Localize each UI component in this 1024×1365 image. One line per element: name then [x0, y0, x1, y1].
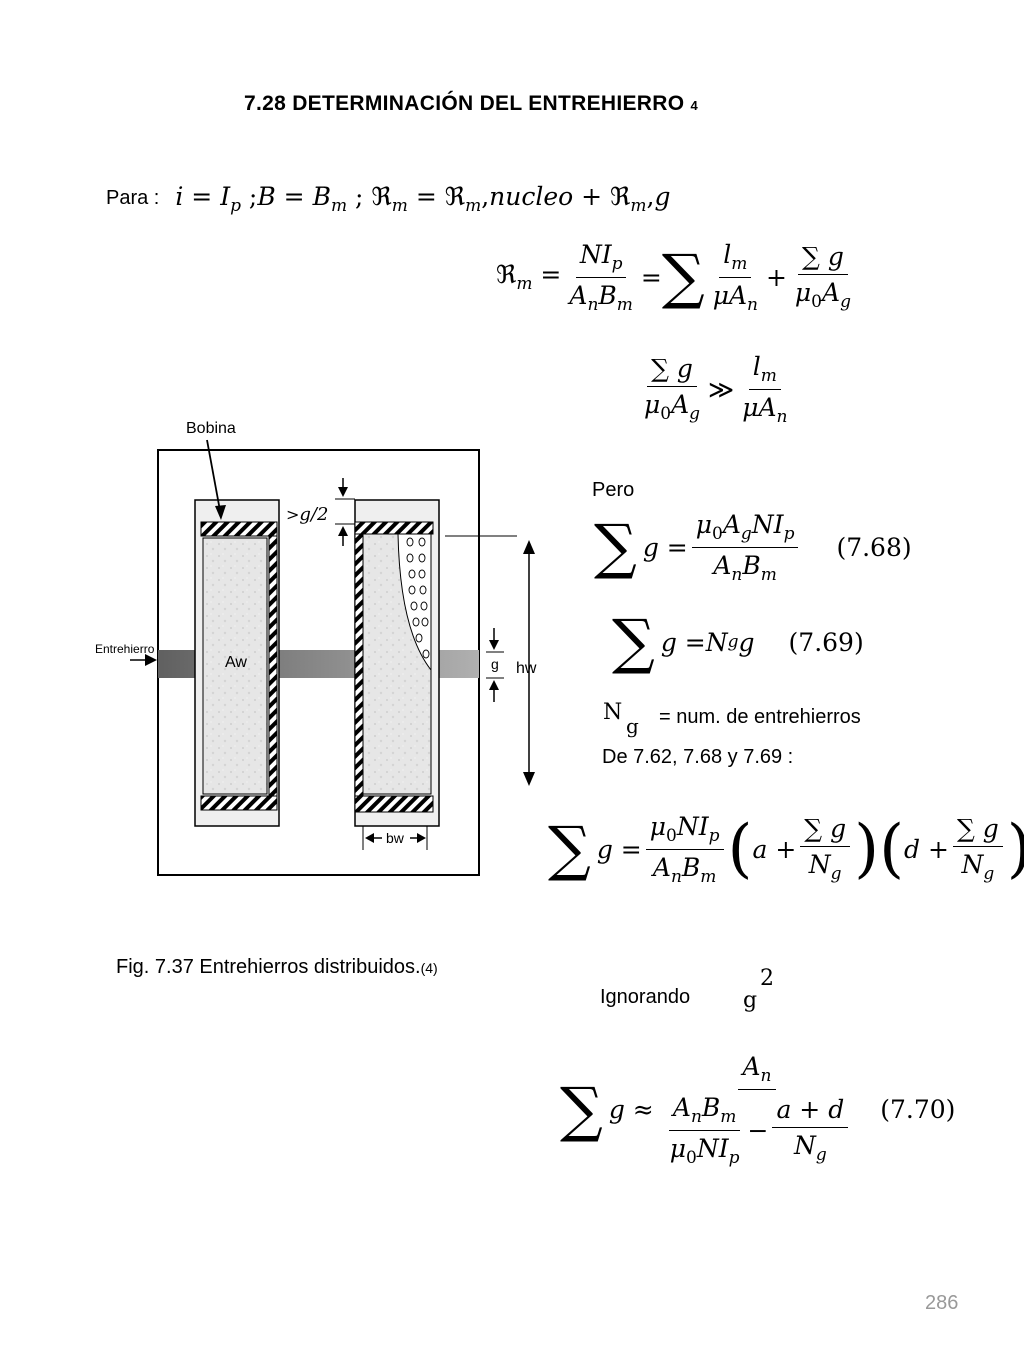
label-bw: bw	[386, 830, 404, 846]
right-coil-bottom	[354, 795, 434, 813]
label-bobina: Bobina	[186, 420, 236, 437]
equation-number-7-70: (7.70)	[880, 1095, 956, 1125]
bobina-pointer	[206, 439, 222, 517]
right-coil-top	[354, 521, 434, 535]
label-hw: hw	[516, 660, 537, 677]
ignorando-exponent: 2	[760, 966, 774, 991]
equation-number-7-69: (7.69)	[788, 627, 864, 657]
ignorando-label: Ignorando	[600, 986, 691, 1008]
label-g: g	[491, 656, 499, 672]
bobina-arrowhead	[215, 505, 226, 520]
condition-formula: i = Ip ;B = Bm ; ℜm = ℜm,nucleo + ℜm,g	[175, 182, 671, 216]
figure-caption-text: Fig. 7.37 Entrehierros distribuidos.	[116, 956, 421, 978]
pero-label: Pero	[592, 479, 635, 501]
equation-number-7-68: (7.68)	[836, 532, 912, 562]
left-winding-area	[202, 537, 268, 795]
ng-definition: N g = num. de entrehierros	[603, 700, 861, 738]
para-label: Para :	[106, 187, 160, 210]
left-coil-top	[200, 521, 278, 537]
title-text: 7.28 DETERMINACIÓN DEL ENTREHIERRO	[244, 92, 685, 115]
equation-para: Para : i = Ip ;B = Bm ; ℜm = ℜm,nucleo +…	[106, 182, 671, 216]
figure-distributed-gaps	[130, 439, 535, 876]
page-title: 7.28 DETERMINACIÓN DEL ENTREHIERRO 4	[244, 92, 698, 116]
ng-definition-text: = num. de entrehierros	[659, 706, 861, 728]
right-coil-side	[354, 533, 364, 797]
left-coil-side	[268, 535, 278, 797]
label-entrehierro: Entrehierro	[95, 642, 155, 656]
figure-caption-ref: (4)	[420, 960, 438, 976]
figure-caption: Fig. 7.37 Entrehierros distribuidos.(4)	[116, 956, 438, 979]
derivation-reference: De 7.62, 7.68 y 7.69 :	[602, 746, 794, 768]
distributed-gap-ovals	[406, 537, 430, 659]
ignorando-line: Ignorando g 2	[600, 966, 774, 1013]
label-aw: Aw	[225, 654, 247, 671]
title-reference: 4	[690, 98, 699, 113]
page-number: 286	[925, 1292, 959, 1314]
label-g-half: >g/2	[286, 504, 329, 525]
left-coil-bottom	[200, 795, 278, 811]
